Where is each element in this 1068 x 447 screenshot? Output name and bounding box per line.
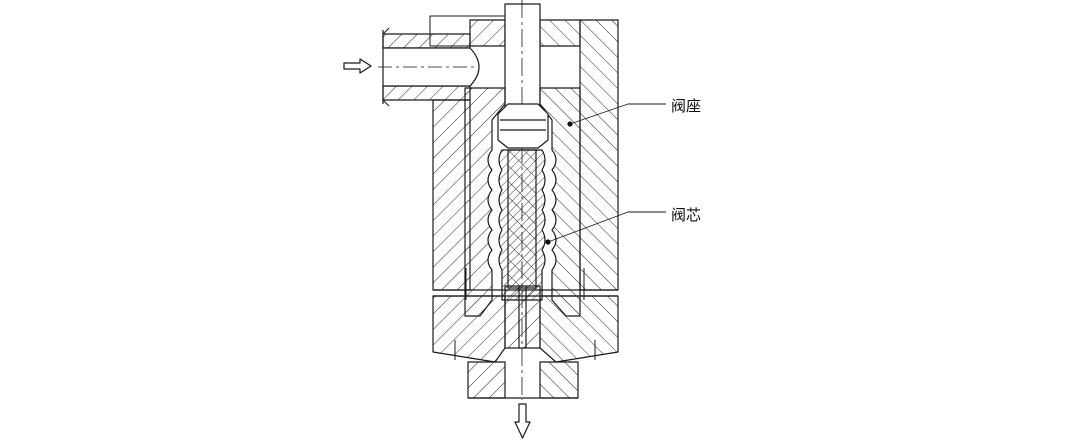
inlet-pipe xyxy=(378,27,480,107)
valve-core-label: 阀芯 xyxy=(671,206,702,224)
outlet-flange xyxy=(432,268,619,399)
body-right-wall xyxy=(469,19,619,291)
inlet-arrow-icon xyxy=(343,58,372,74)
valve-seat-label: 阀座 xyxy=(671,97,702,115)
valve-core-part xyxy=(497,103,549,349)
valve-seat-part xyxy=(464,87,581,317)
outlet-arrow-icon xyxy=(514,403,531,439)
leader-line-core xyxy=(545,211,666,245)
leader-line-seat xyxy=(567,103,666,127)
